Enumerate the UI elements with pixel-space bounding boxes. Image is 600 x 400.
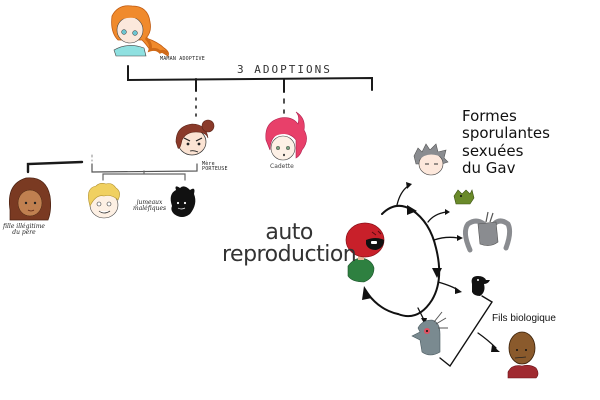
label-fils-biologique: Fils biologique [492,313,556,324]
eye-left [516,349,518,351]
crow-eye [477,279,479,281]
arrowhead-beast [457,235,463,241]
arrowhead-crow [455,287,462,294]
hair-bun [201,119,215,133]
root-connector [127,65,373,91]
eye-left [24,201,28,205]
eye-right [132,30,138,36]
bird-body [411,319,441,356]
bracket-to-fils [439,295,493,368]
form-grey-horned-beast[interactable] [462,211,513,253]
eye-right [286,145,291,150]
shirt [113,45,147,57]
label-fille-illegitime: fille illégitime du père [3,223,45,237]
eye-right [525,349,527,351]
arrowhead-right [432,268,442,278]
character-cadette[interactable] [265,111,307,161]
eye-right [33,201,37,205]
label-formes-sporulantes: Formes sporulantes sexuées du Gav [462,107,550,177]
smile [27,209,35,212]
beast-body [477,221,499,246]
mouth [189,150,199,153]
face [270,135,296,161]
label-maman-adoptive: MAMAN ADOPTIVE [160,56,205,62]
green-body [347,257,375,283]
label-jumeaux-malefiques: jumeaux maléfiques [133,199,167,213]
form-grey-spiky-head[interactable] [413,143,449,176]
eye-left [96,201,102,207]
character-maman-adoptive[interactable] [111,5,170,57]
arrow-to-beast [433,236,459,241]
cycle-arc-bottom [367,293,399,315]
form-black-crow[interactable] [471,276,490,296]
black-shadow-body [170,186,196,217]
red-shirt [507,365,539,379]
left-horn [462,218,487,253]
label-mere-porteuse: Mère PORTEUSE [202,161,228,173]
bangs [270,128,296,142]
bald-head [508,331,536,365]
character-fils-biologique[interactable] [507,331,539,379]
title-3-adoptions: 3 ADOPTIONS [237,63,332,76]
arrowhead-fils [491,345,500,352]
cycle-arc-top [381,204,441,318]
face [17,189,43,217]
mouth [514,356,527,359]
label-auto-reproduction: auto reproduction [222,220,357,267]
arrowhead-top [407,205,417,215]
twins-bracket [102,170,186,181]
smile [177,207,186,210]
eye-right [106,201,112,207]
character-jumeau-ombre[interactable] [170,186,196,217]
form-grey-red-eyed-bird[interactable] [411,311,448,356]
braid [144,36,170,56]
character-fille-illegitime[interactable] [9,177,52,221]
eye-right [197,142,201,146]
arrowhead-frog [445,209,450,215]
eye-left [276,145,281,150]
arrow-to-frog [427,211,447,223]
character-red-helmet[interactable] [345,222,385,283]
bangs [16,180,42,198]
arrowhead-grey-head [406,182,412,189]
helmet-eyebrows [371,230,382,236]
frog-eye [460,195,462,197]
bangs [116,11,144,24]
reproduction-cycle-arrows [362,182,500,368]
eye-left [176,201,180,205]
family-tree-lines [26,65,373,181]
mouth [283,153,285,157]
grin [98,210,111,214]
visor-highlight [371,241,377,244]
eye-left [121,29,127,35]
form-green-frog[interactable] [453,189,475,205]
beast-spikes [485,211,494,223]
arrow-to-grey-head [396,185,409,206]
arrow-to-fils [477,332,497,349]
crow-body [471,276,490,296]
character-jumeau-blond[interactable] [88,183,120,219]
face [116,16,144,44]
brown-hair [175,123,209,149]
eye-pupil [426,330,428,332]
hair-top [419,150,444,160]
character-mere-porteuse[interactable] [175,119,215,156]
bird-spikes [433,311,448,329]
right-horn [491,218,513,251]
arrowhead-return [362,286,372,300]
angry-brows [183,137,203,142]
frog-body [453,189,475,205]
eye-left [186,142,190,146]
label-cadette: Cadette [270,163,294,170]
line-to-fille [26,160,84,174]
eye-right [183,201,187,205]
blond-curly-hair [88,183,120,207]
